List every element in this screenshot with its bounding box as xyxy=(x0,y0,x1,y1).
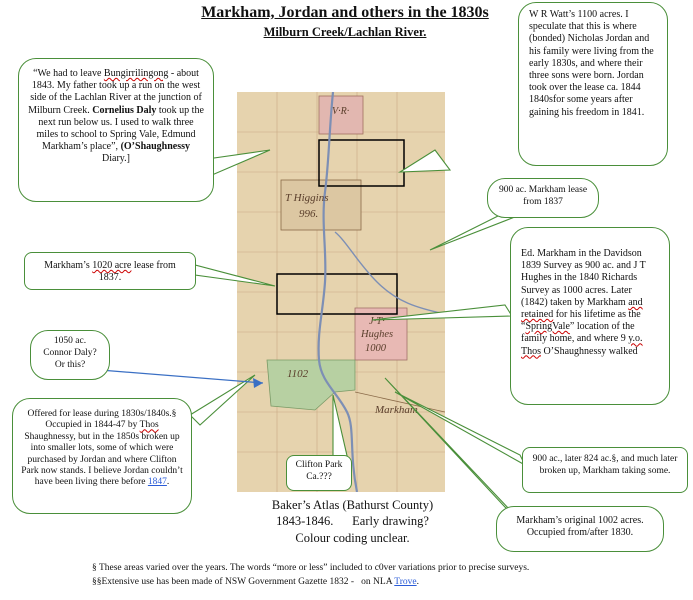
original1002-text: Markham’s original 1002 acres. Occupied … xyxy=(516,515,644,539)
caption-colour-note: Colour coding unclear. xyxy=(295,530,410,545)
callout-markham-1020-acre-lease: Markham’s 1020 acre lease from 1837. xyxy=(24,252,196,290)
markham1020-acreage: 1020 acre xyxy=(92,260,132,271)
trove-link[interactable]: Trove xyxy=(394,577,417,587)
offered-text-3: . xyxy=(166,477,170,488)
page-subtitle: Milburn Creek/Lachlan River. xyxy=(263,25,427,39)
callout-900-acre-lease-1837: 900 ac. Markham lease from 1837 xyxy=(487,178,599,218)
edmarkham-text-2: for his lifetime as the “ xyxy=(521,308,641,333)
footnote-areas: § These areas varied over the years. The… xyxy=(92,563,530,573)
callout-clifton-park: Clifton Park Ca.??? xyxy=(286,455,352,491)
historic-map: V·R· T Higgins 996. J·T· Hughes 1000 110… xyxy=(237,92,445,492)
lease1837-text: 900 ac. Markham lease from 1837 xyxy=(498,185,588,207)
page-title-block: Markham, Jordan and others in the 1830s … xyxy=(185,4,505,40)
map-label-vr: V·R· xyxy=(332,106,350,117)
callout-markham-original-1002-acres: Markham’s original 1002 acres. Occupied … xyxy=(496,506,664,552)
edmarkham-text-1: Ed. Markham in the Davidson 1839 Survey … xyxy=(521,248,646,308)
diary-text-4: Diary.] xyxy=(102,153,130,165)
callout-connor-daly: 1050 ac. Connor Daly? Or this? xyxy=(30,330,110,380)
map-label-higgins: T Higgins xyxy=(285,192,329,204)
map-lachlan-river xyxy=(317,92,359,492)
offered-text-1: Offered for lease during 1830s/1840s.§ O… xyxy=(27,409,177,431)
map-label-hughes-number: 1000 xyxy=(365,343,386,354)
connor-acreage: 1050 ac. xyxy=(53,336,87,346)
diary-source: (O’Shaughnessy xyxy=(120,141,191,153)
ac900-text: 900 ac., later 824 ac.§, and much later … xyxy=(532,454,678,476)
map-label-hughes-initials: J·T· xyxy=(369,316,385,327)
footnote-sources: §§Extensive use has been made of NSW Gov… xyxy=(92,577,419,587)
edmarkham-age: y.o. xyxy=(628,333,643,345)
footnote-sources-end: . xyxy=(416,577,419,587)
diary-daly-name: Cornelius Daly xyxy=(92,104,157,116)
caption-dates: 1843-1846. Early drawing? xyxy=(276,514,429,529)
callout-watt-1100-acres: W R Watt’s 1100 acres. I speculate that … xyxy=(518,2,668,166)
watt-text: W R Watt’s 1100 acres. I speculate that … xyxy=(529,9,654,118)
markham1020-text-2: lease from 1837. xyxy=(98,260,176,284)
diary-text-1: “We had to leave xyxy=(33,68,104,79)
page-title: Markham, Jordan and others in the 1830s xyxy=(201,4,489,21)
callout-diary-quote: “We had to leave Bungirrilingong - about… xyxy=(18,58,214,202)
connor-question: Or this? xyxy=(54,359,86,370)
callout-900-later-824-acres: 900 ac., later 824 ac.§, and much later … xyxy=(522,447,688,493)
edmarkham-springvale: SpringVale xyxy=(525,321,570,333)
diary-place-name: Bungirrilingong xyxy=(103,68,169,79)
map-label-1102: 1102 xyxy=(287,368,309,380)
offered-year-link[interactable]: 1847 xyxy=(147,477,167,488)
markham1020-text-1: Markham’s xyxy=(44,260,93,271)
map-label-markham: Markham xyxy=(375,404,418,416)
callout-offered-for-lease: Offered for lease during 1830s/1840s.§ O… xyxy=(12,398,192,514)
clifton-text: Clifton Park Ca.??? xyxy=(295,460,343,482)
map-drawing xyxy=(237,92,445,492)
map-caption: Baker’s Atlas (Bathurst County) 1843-184… xyxy=(245,497,460,546)
footnote-sources-text: §§Extensive use has been made of NSW Gov… xyxy=(92,577,395,587)
diary-text-2: - about 1843. My father took up a run on… xyxy=(28,68,202,116)
map-vr-block xyxy=(318,95,364,135)
diary-text-3: took up the next run below us. I used to… xyxy=(36,104,204,153)
edmarkham-thos: Thos xyxy=(521,345,541,357)
callout-ed-markham-surveys: Ed. Markham in the Davidson 1839 Survey … xyxy=(510,227,670,405)
map-1020-lease-outline xyxy=(276,273,398,315)
edmarkham-retained: and retained xyxy=(521,296,643,320)
map-higgins-block xyxy=(280,179,362,231)
map-label-hughes-name: Hughes xyxy=(361,329,394,340)
offered-thos: Thos xyxy=(139,420,159,431)
caption-atlas: Baker’s Atlas (Bathurst County) xyxy=(271,498,434,512)
connor-name: Connor Daly? xyxy=(43,347,97,358)
map-label-higgins-number: 996. xyxy=(299,208,319,220)
offered-text-2: Shaughnessy, but in the 1850s broken up … xyxy=(21,431,183,488)
edmarkham-text-3: ” location of the family home, and where… xyxy=(521,321,635,345)
edmarkham-text-4: O’Shaughnessy walked xyxy=(541,345,638,357)
